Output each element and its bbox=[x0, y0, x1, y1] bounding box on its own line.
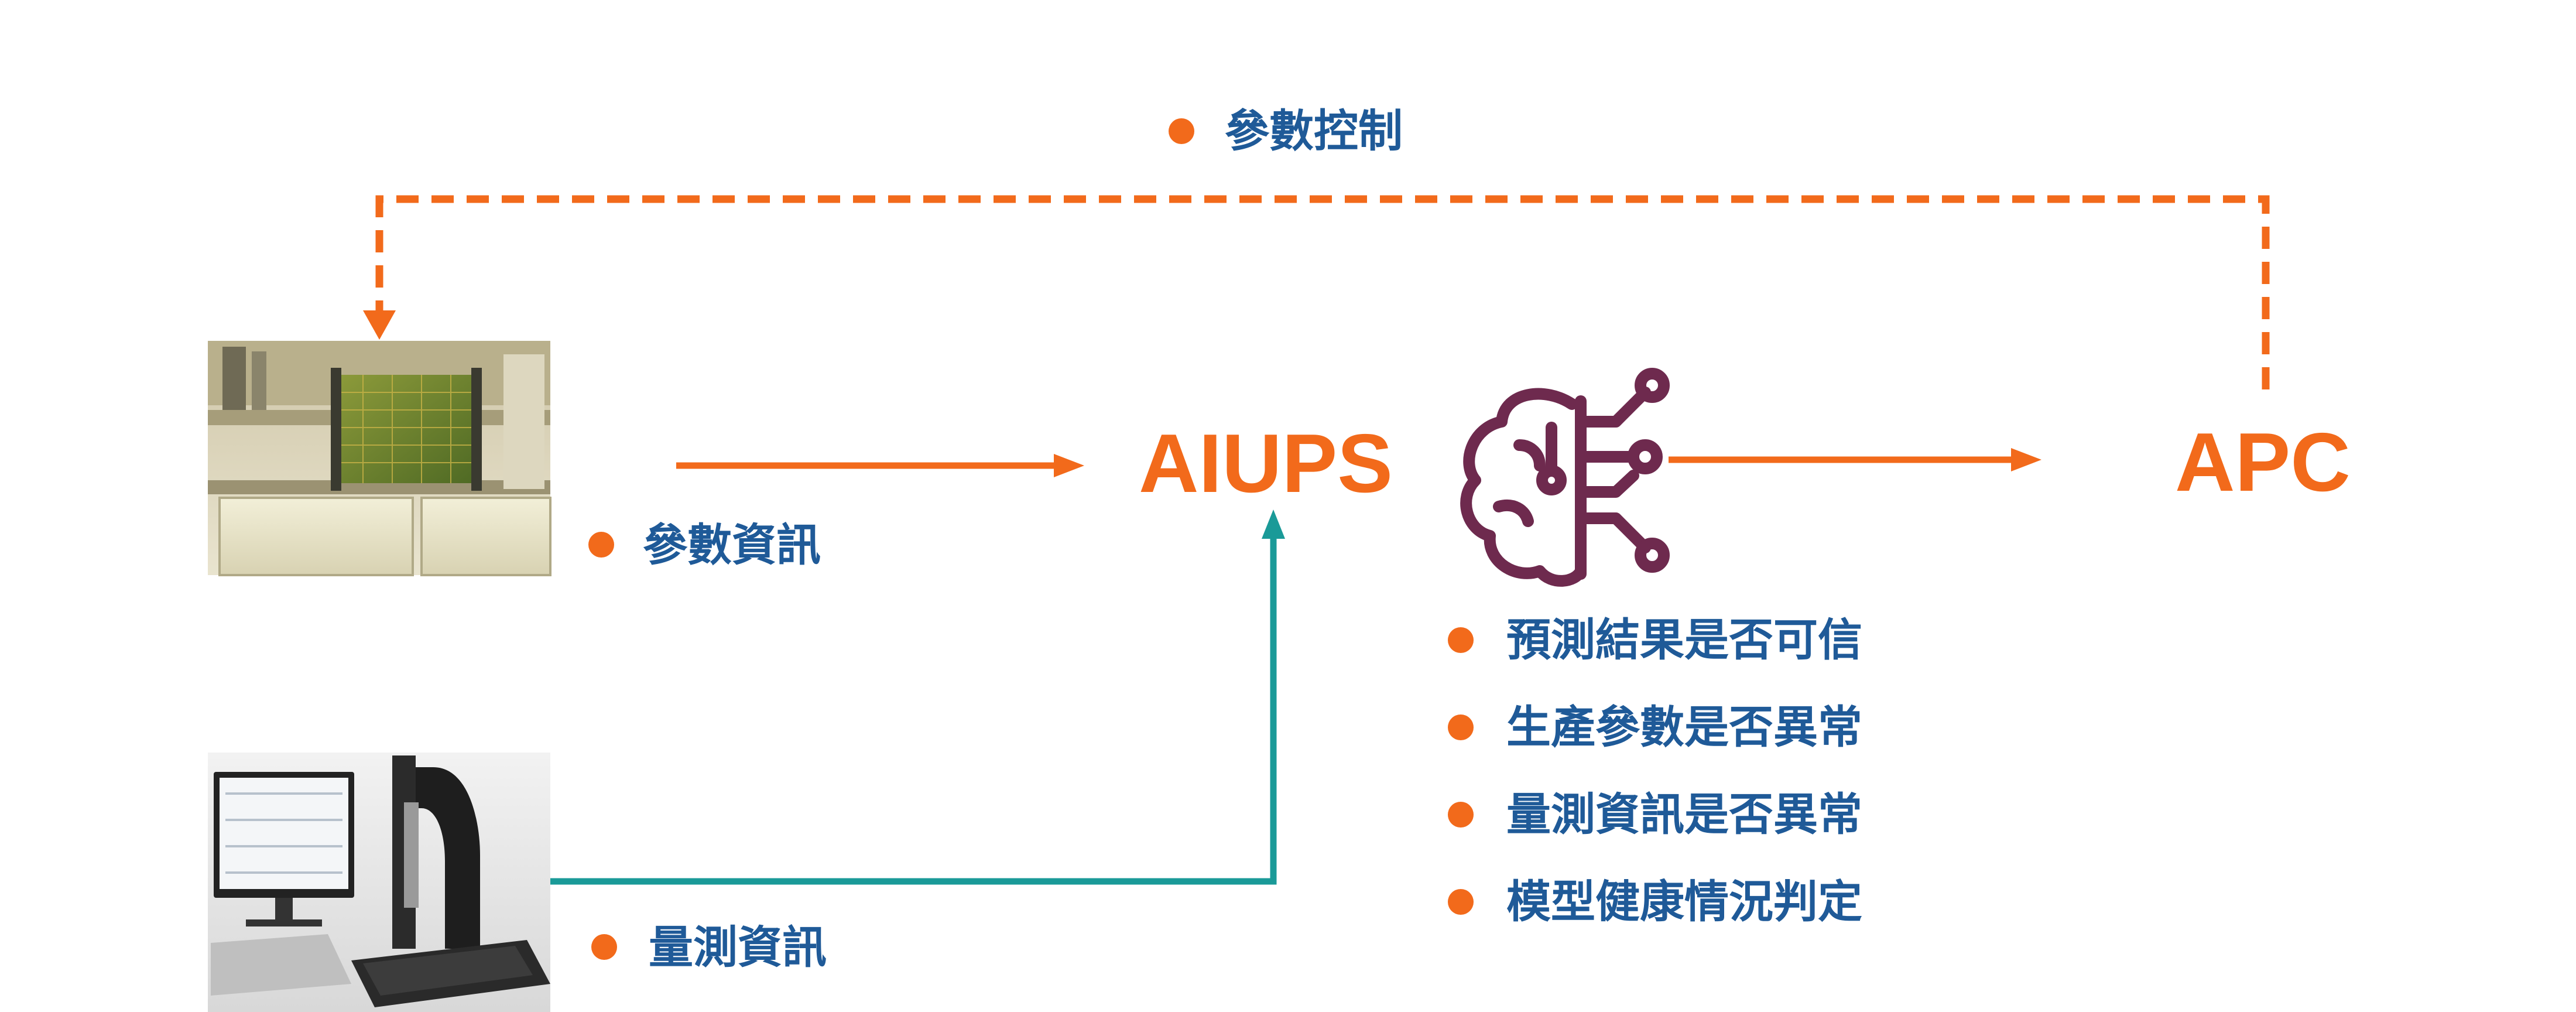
function-bullet bbox=[1448, 889, 1474, 915]
aiups-node-label: AIUPS bbox=[1139, 417, 1393, 510]
production-machine-image bbox=[208, 341, 551, 576]
param-control-label: 參數控制 bbox=[1225, 105, 1403, 157]
function-item-4: 模型健康情況判定 bbox=[1506, 876, 1862, 928]
apc-node-label: APC bbox=[2175, 416, 2351, 509]
measurement-info-arrow bbox=[550, 539, 1277, 885]
parameter-control-feedback-arrow bbox=[375, 195, 2270, 389]
brain-circuit-icon bbox=[1460, 368, 1670, 587]
function-bullet bbox=[1448, 802, 1474, 828]
function-item-3: 量測資訊是否異常 bbox=[1506, 788, 1862, 840]
measurement-info-arrowhead bbox=[1262, 510, 1285, 539]
function-item-2: 生產參數是否異常 bbox=[1506, 701, 1862, 753]
measurement-device-image bbox=[208, 753, 550, 1012]
function-item-1: 預測結果是否可信 bbox=[1506, 614, 1862, 666]
param-info-label: 參數資訊 bbox=[643, 519, 821, 571]
function-bullet bbox=[1448, 714, 1474, 740]
param-info-bullet bbox=[588, 532, 614, 558]
function-bullet bbox=[1448, 627, 1474, 653]
parameter-info-arrowhead bbox=[1054, 454, 1084, 477]
measure-info-bullet bbox=[591, 934, 617, 960]
aiups-to-apc-arrowhead bbox=[2011, 448, 2041, 471]
measure-info-label: 量測資訊 bbox=[649, 921, 827, 973]
aiups-function-list: 預測結果是否可信 生產參數是否異常 量測資訊是否異常 模型健康情況判定 bbox=[1448, 614, 1862, 928]
param-control-bullet bbox=[1169, 118, 1194, 144]
feedback-arrowhead bbox=[363, 310, 396, 340]
